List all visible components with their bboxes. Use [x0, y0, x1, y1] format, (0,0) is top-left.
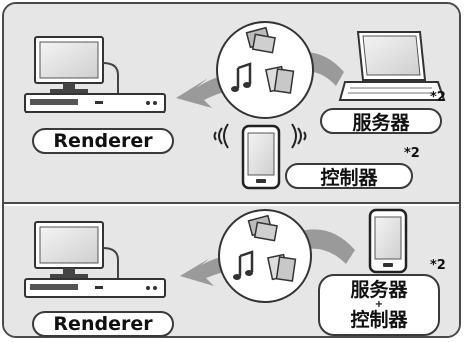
- controller-text: 控制器: [350, 309, 408, 331]
- renderer-label: Renderer: [32, 311, 174, 337]
- controller-label: 控制器: [285, 163, 413, 189]
- plus-sign: +: [374, 299, 384, 310]
- server-text: 服务器: [350, 279, 408, 301]
- server-controller-label: 服务器 + 控制器: [318, 274, 440, 336]
- smartphone-icon: [368, 208, 408, 274]
- server-label: 服务器: [320, 108, 442, 134]
- laptop-icon: [338, 31, 446, 101]
- smartphone-icon: [241, 124, 281, 190]
- player-icon: [24, 278, 166, 298]
- media-circle: [218, 209, 312, 303]
- video-icon: [266, 253, 297, 282]
- tv-icon: [34, 221, 119, 280]
- wireless-signal-icon: [213, 123, 307, 149]
- combo-footnote: *2: [430, 258, 446, 273]
- renderer-label: Renderer: [32, 128, 174, 154]
- player-icon: [24, 93, 166, 113]
- server-footnote: *2: [430, 90, 446, 105]
- music-icon: [233, 250, 254, 280]
- panel-divider: [4, 202, 459, 206]
- video-icon: [264, 65, 295, 94]
- tv-icon: [34, 36, 119, 95]
- music-icon: [231, 62, 252, 92]
- photo-icon: [247, 214, 278, 242]
- media-circle: [216, 21, 314, 119]
- photo-icon: [245, 26, 276, 54]
- controller-footnote: *2: [404, 146, 420, 161]
